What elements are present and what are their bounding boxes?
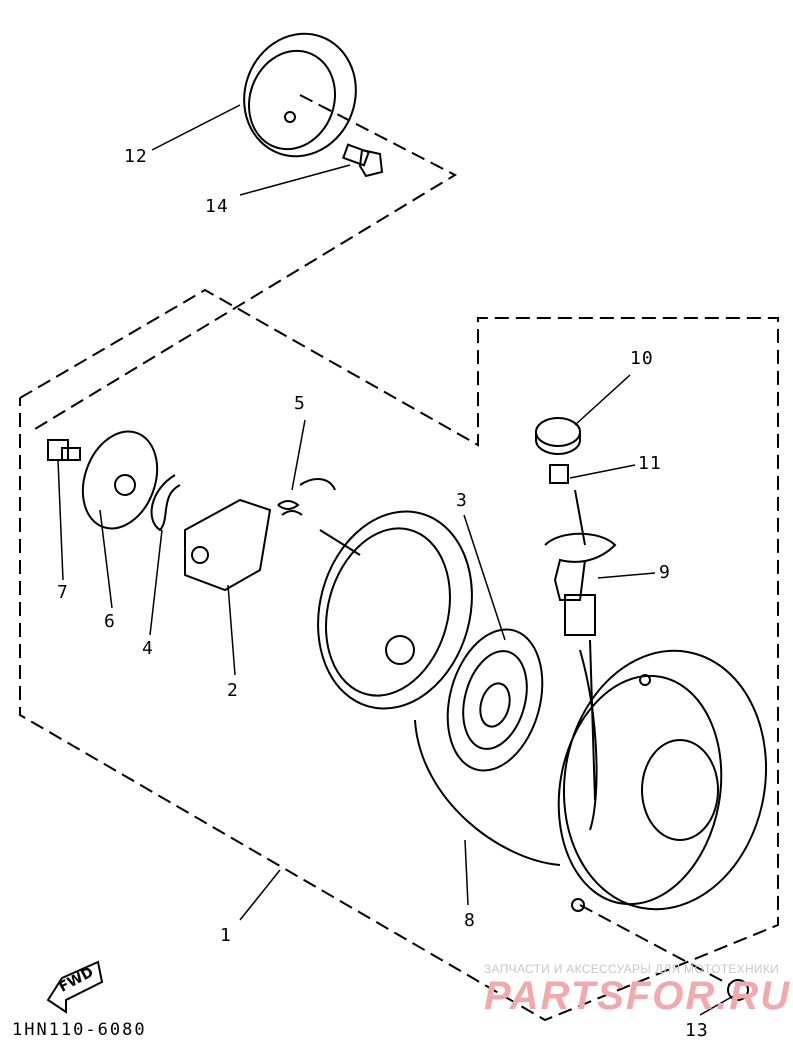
callout-5: 5 — [294, 393, 306, 414]
reel-drum — [317, 510, 473, 710]
callout-10: 10 — [630, 348, 654, 369]
leader-lines — [57, 104, 736, 1016]
callout-11: 11 — [638, 453, 662, 474]
part-6-plate — [81, 430, 159, 530]
part-10-cap — [535, 417, 581, 455]
part-13-bolt — [727, 979, 749, 1001]
callout-14: 14 — [205, 196, 229, 217]
callout-4: 4 — [142, 638, 154, 659]
part-5-spring — [277, 478, 336, 516]
part-2-pawl — [184, 498, 272, 592]
callout-2: 2 — [227, 680, 239, 701]
callout-3: 3 — [456, 490, 468, 511]
part-4-clip — [150, 474, 181, 532]
part-7-bolt — [47, 439, 81, 461]
starter-housing — [557, 649, 768, 912]
callout-9: 9 — [659, 562, 671, 583]
fwd-arrow-icon — [46, 960, 104, 1014]
callout-13: 13 — [685, 1020, 709, 1041]
assembly-outline — [19, 94, 779, 1022]
part-14-bolt — [341, 143, 384, 178]
part-8-rope — [414, 649, 598, 866]
watermark-caption: ЗАПЧАСТИ И АКСЕССУАРЫ ДЛЯ МОТОТЕХНИКИ — [484, 962, 780, 976]
diagram-code: 1HN110-6080 — [12, 1020, 147, 1040]
callout-12: 12 — [124, 146, 148, 167]
callout-7: 7 — [57, 582, 69, 603]
watermark-brand: PARTSFOR.RU — [484, 974, 792, 1018]
part-12-drive-plate — [243, 32, 357, 158]
part-9-handle — [544, 489, 617, 801]
callout-1: 1 — [220, 925, 232, 946]
part-3-recoil-spring — [446, 628, 544, 772]
callout-6: 6 — [104, 611, 116, 632]
part-11-screw — [549, 464, 569, 484]
callout-8: 8 — [464, 910, 476, 931]
